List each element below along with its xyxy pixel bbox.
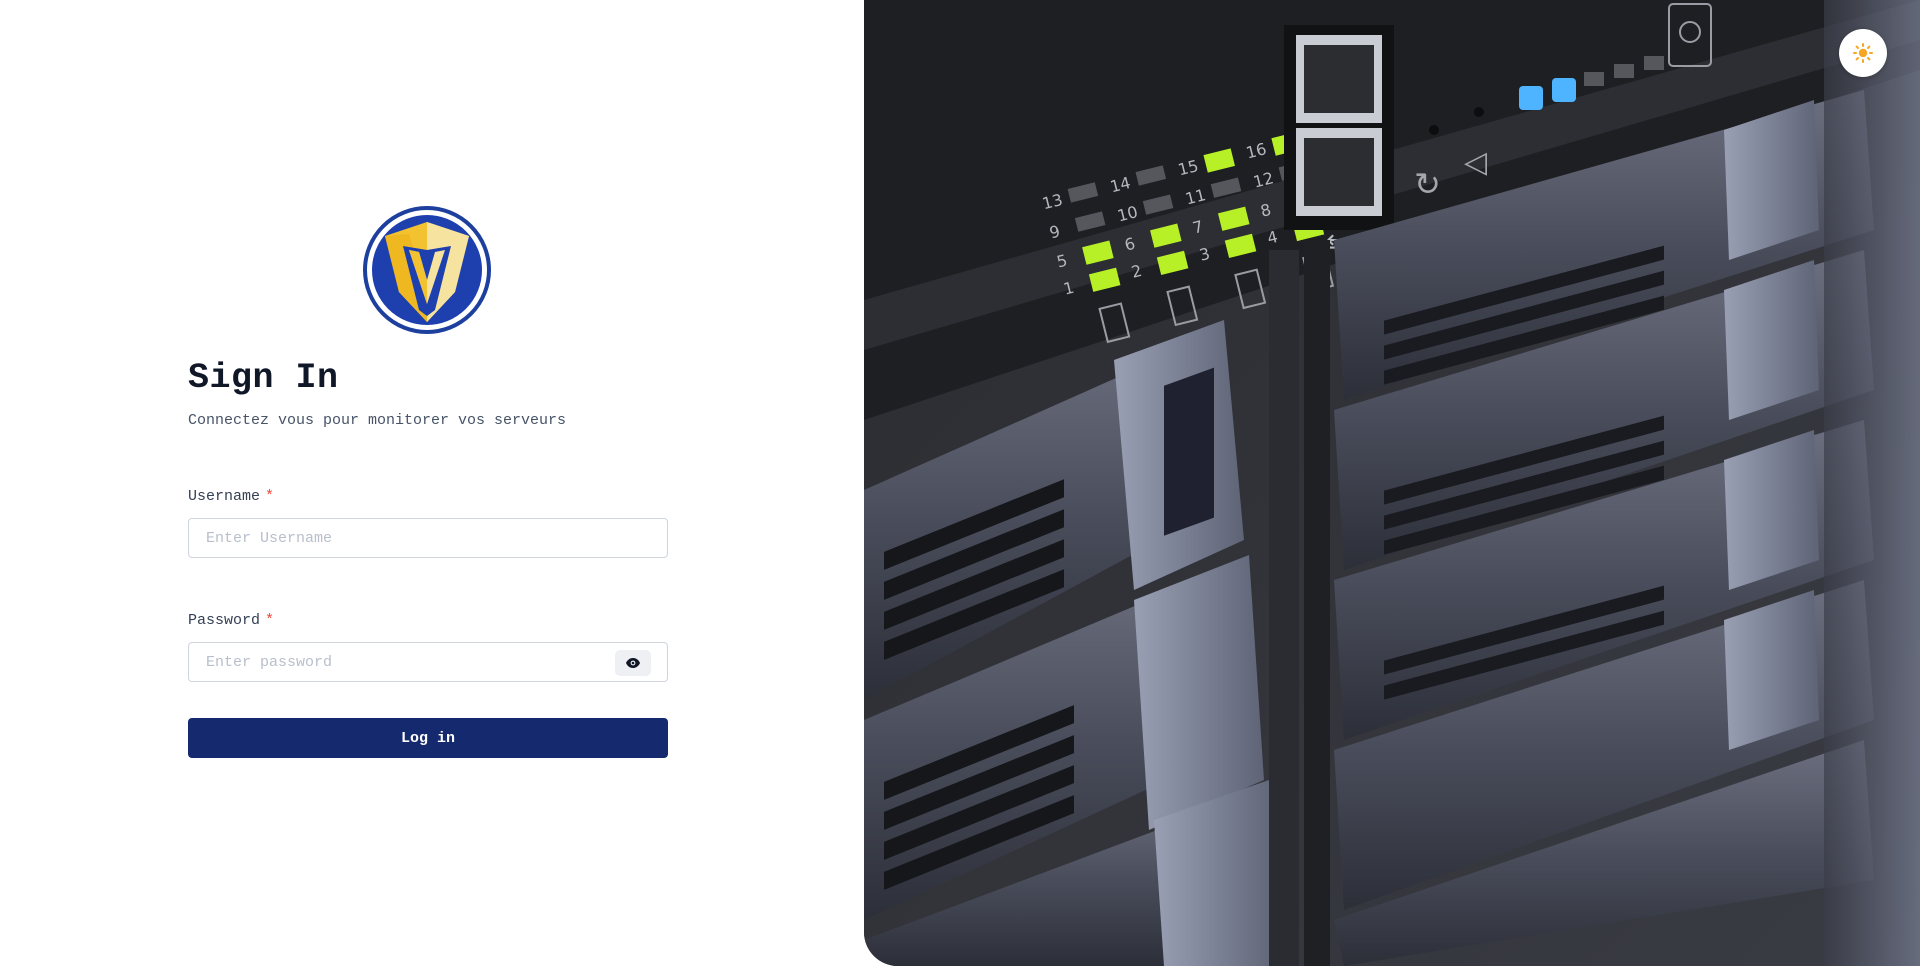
page-subtitle: Connectez vous pour monitorer vos serveu… — [188, 412, 567, 429]
svg-text:11: 11 — [1183, 185, 1207, 208]
svg-text:8: 8 — [1258, 200, 1272, 221]
password-field — [188, 642, 668, 682]
required-asterisk: * — [265, 488, 275, 505]
eye-icon — [626, 658, 640, 668]
username-input[interactable] — [189, 519, 606, 557]
svg-text:3: 3 — [1197, 244, 1211, 265]
page-title: Sign In — [188, 358, 339, 398]
svg-text:16: 16 — [1244, 139, 1268, 162]
hero-image: 13 9 5 1 14 10 6 2 15 11 7 3 16 12 8 4 — [864, 0, 1920, 966]
svg-text:7: 7 — [1191, 217, 1205, 238]
svg-text:↻: ↻ — [1414, 165, 1441, 203]
sun-icon — [1853, 43, 1873, 63]
drive-trays-right — [1334, 90, 1874, 966]
theme-toggle-button[interactable] — [1839, 29, 1887, 77]
logo-icon — [363, 206, 491, 334]
password-label: Password* — [188, 612, 274, 629]
login-panel: Sign In Connectez vous pour monitorer vo… — [0, 0, 864, 966]
username-field — [188, 518, 668, 558]
svg-text:12: 12 — [1251, 168, 1275, 191]
svg-text:13: 13 — [1040, 190, 1064, 213]
svg-text:4: 4 — [1265, 227, 1279, 248]
password-input[interactable] — [189, 643, 606, 681]
password-visibility-button[interactable] — [615, 650, 651, 676]
svg-text:◁: ◁ — [1464, 145, 1487, 180]
svg-text:10: 10 — [1115, 202, 1139, 225]
front-panel-controls: ↻ ◁ — [1414, 3, 1712, 203]
drive-trays-left — [864, 320, 1279, 966]
svg-text:9: 9 — [1047, 221, 1061, 242]
svg-text:6: 6 — [1123, 234, 1137, 255]
required-asterisk: * — [265, 612, 275, 629]
login-button[interactable]: Log in — [188, 718, 668, 758]
svg-text:1: 1 — [1061, 278, 1075, 299]
username-label: Username* — [188, 488, 274, 505]
username-label-text: Username — [188, 488, 261, 505]
svg-text:14: 14 — [1108, 173, 1132, 196]
svg-text:2: 2 — [1129, 261, 1143, 282]
password-label-text: Password — [188, 612, 261, 629]
svg-text:5: 5 — [1055, 251, 1069, 272]
server-rack-illustration: 13 9 5 1 14 10 6 2 15 11 7 3 16 12 8 4 — [864, 0, 1920, 966]
usb-ports: ⇆ — [1284, 25, 1394, 259]
svg-text:15: 15 — [1176, 156, 1200, 179]
